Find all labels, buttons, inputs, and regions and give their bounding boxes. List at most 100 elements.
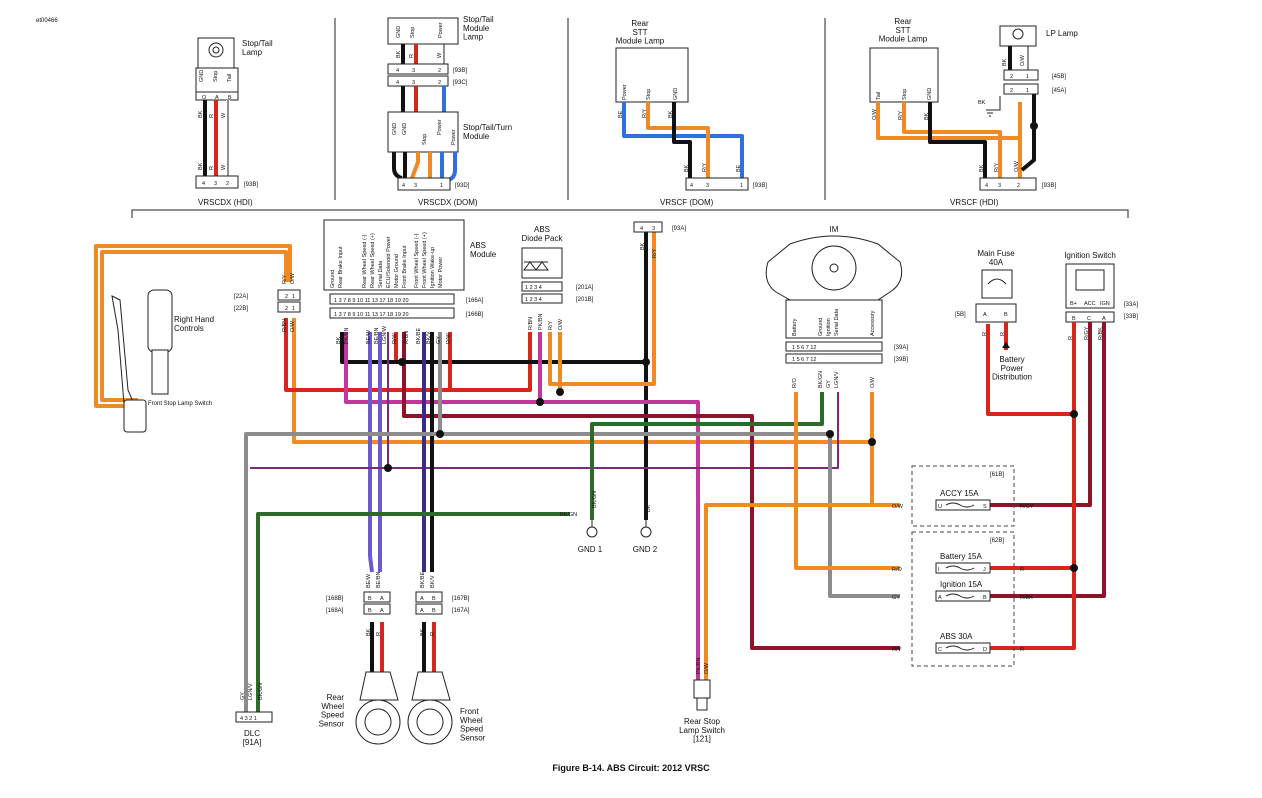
svg-text:BK: BK [198, 162, 204, 170]
abs-pin-label: ECU/Solenoid Power [386, 236, 392, 288]
svg-text:[22A]: [22A] [234, 294, 248, 300]
variant-vrscf-dom: VRSCF (DOM) [660, 198, 714, 207]
front-wheel-speed-sensor: A B A B [167B] [167A] BK/BE BK/V BK R Fr… [407, 571, 486, 745]
svg-text:4: 4 [396, 80, 399, 86]
variant-vrscf-hdi: VRSCF (HDI) [950, 198, 999, 207]
abs-wire-color: R/W [392, 333, 398, 345]
svg-text:1 5 6 7 12: 1 5 6 7 12 [792, 357, 816, 363]
abs-pin-label: Serial Data [378, 260, 384, 288]
svg-text:[5B]: [5B] [955, 312, 966, 318]
svg-text:BK: BK [979, 164, 985, 172]
svg-text:[93B]: [93B] [1042, 183, 1056, 189]
svg-text:R: R [376, 632, 382, 636]
svg-text:Stop: Stop [422, 134, 428, 145]
svg-text:[22B]: [22B] [234, 306, 248, 312]
abs-wire-color: R/BN [404, 331, 410, 344]
svg-text:Tail: Tail [227, 74, 233, 82]
svg-text:R/Y: R/Y [282, 275, 288, 285]
svg-text:B+: B+ [1070, 301, 1077, 307]
svg-text:1 2 3 4: 1 2 3 4 [525, 285, 542, 291]
svg-text:R: R [409, 54, 415, 58]
abs-pin-label: Rear Brake Input [338, 246, 344, 288]
svg-text:2: 2 [285, 294, 288, 300]
svg-text:R/BN: R/BN [528, 317, 534, 330]
fuse-out-color: R [1020, 647, 1024, 653]
svg-text:R/GY: R/GY [1084, 326, 1090, 340]
svg-text:[33A]: [33A] [1124, 302, 1138, 308]
svg-text:BK: BK [640, 242, 646, 250]
figure-caption: Figure B-14. ABS Circuit: 2012 VRSC [552, 763, 710, 773]
svg-text:R/Y: R/Y [702, 163, 708, 173]
svg-text:Power: Power [451, 129, 457, 145]
svg-text:BE: BE [618, 110, 624, 118]
svg-text:4: 4 [202, 181, 205, 187]
fuse-out-color: R/BK [1020, 595, 1033, 601]
svg-text:B: B [368, 596, 372, 602]
svg-text:Power: Power [437, 119, 443, 135]
svg-text:4: 4 [396, 68, 399, 74]
svg-text:BK: BK [924, 112, 930, 120]
svg-text:[45A]: [45A] [1052, 88, 1066, 94]
svg-text:B: B [1004, 312, 1008, 318]
svg-text:LGN/V: LGN/V [248, 683, 254, 700]
svg-text:2: 2 [438, 68, 441, 74]
svg-text:3: 3 [414, 183, 417, 189]
svg-text:1 3 7 8 9 10 11 13: 1 3 7 8 9 10 11 13 17 18 19 20 [334, 312, 409, 318]
svg-text:[168B]: [168B] [326, 596, 344, 602]
svg-text:2: 2 [1010, 74, 1013, 80]
svg-text:O/W: O/W [290, 272, 296, 284]
svg-text:W: W [437, 52, 443, 58]
svg-text:R/Y: R/Y [642, 109, 648, 119]
svg-text:R/Y: R/Y [994, 163, 1000, 173]
fuse-in-color: R/V [892, 647, 902, 653]
im-wire-color: R/O [792, 378, 798, 389]
svg-text:4: 4 [402, 183, 405, 189]
svg-text:W: W [221, 164, 227, 170]
svg-text:W: W [221, 112, 227, 118]
svg-text:GND: GND [392, 123, 398, 135]
im-label: IM [830, 225, 839, 234]
svg-text:BK/GN: BK/GN [560, 512, 577, 518]
dlc-connector: GY LGN/V BK/GN 4 3 2 1 DLC[91A] [235, 683, 273, 747]
im-wire-color: O/W [870, 376, 876, 388]
svg-text:ACC: ACC [1084, 301, 1096, 307]
svg-text:4 3 2 1: 4 3 2 1 [240, 716, 257, 722]
fuse-out-color: R [1020, 567, 1024, 573]
svg-text:[61B]: [61B] [990, 472, 1004, 478]
abs-wire-color: GY [436, 336, 442, 344]
im-pin-label: Ground [818, 318, 824, 336]
fuse-name: ABS 30A [940, 632, 973, 641]
svg-text:BK: BK [684, 164, 690, 172]
fuse-out-color: R/GY [1020, 504, 1034, 510]
svg-text:BK: BK [396, 50, 402, 58]
svg-text:BK: BK [420, 628, 426, 636]
svg-text:GND: GND [396, 26, 402, 38]
svg-text:IGN: IGN [1100, 301, 1110, 307]
variant-brace [131, 209, 1129, 218]
svg-text:[62B]: [62B] [990, 538, 1004, 544]
abs-pin-label: Front Wheel Speed (-) [414, 233, 420, 288]
svg-text:A: A [420, 596, 424, 602]
svg-text:2: 2 [1017, 183, 1020, 189]
svg-text:BK: BK [198, 110, 204, 118]
svg-text:A: A [938, 595, 942, 601]
abs-pin-label: Ignition Wake-up [430, 247, 436, 288]
svg-text:BK: BK [978, 100, 986, 106]
svg-text:O: O [202, 95, 207, 101]
dlc-label: DLC[91A] [243, 729, 262, 747]
figure-id: et00466 [36, 18, 58, 24]
